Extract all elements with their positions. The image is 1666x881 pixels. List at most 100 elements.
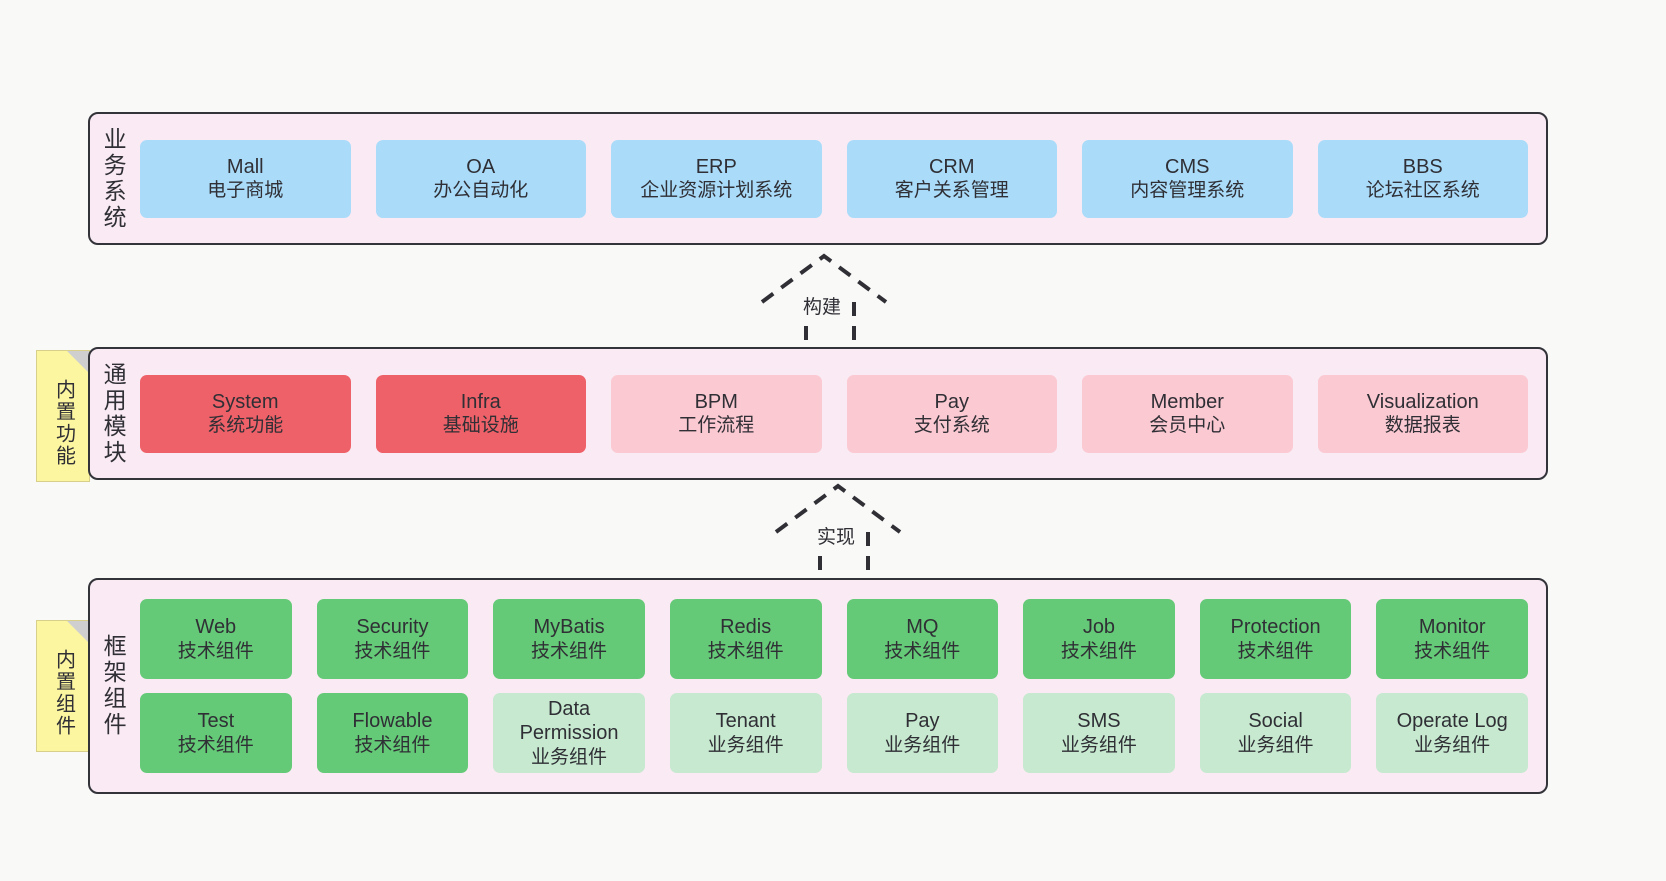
node-subtitle: 技术组件 — [1414, 640, 1491, 662]
node-subtitle: 企业资源计划系统 — [640, 180, 793, 202]
node-title: Flowable — [352, 710, 433, 733]
node-oa[interactable]: OA 办公自动化 — [375, 139, 586, 218]
node-mq[interactable]: MQ 技术组件 — [846, 599, 999, 679]
layer-body-framework-components: Web 技术组件 Security 技术组件 MyBatis 技术组件 Redi… — [136, 580, 1546, 792]
node-subtitle: 客户关系管理 — [894, 180, 1009, 202]
note-builtin-components: 内置组件 — [36, 620, 90, 752]
node-subtitle: 系统功能 — [207, 415, 284, 437]
layer-body-business-systems: Mall 电子商城 OA 办公自动化 ERP 企业资源计划系统 CRM 客户关系… — [136, 114, 1546, 243]
node-subtitle: 业务组件 — [1414, 734, 1491, 756]
connector-implement-label: 实现 — [814, 522, 859, 549]
node-member[interactable]: Member 会员中心 — [1082, 374, 1293, 453]
connector-implement: 实现 — [752, 480, 952, 590]
node-title: Security — [356, 616, 429, 639]
node-title: OA — [466, 155, 496, 178]
node-row: Test 技术组件 Flowable 技术组件 Data Permission … — [140, 693, 1528, 773]
node-subtitle: 业务组件 — [884, 734, 961, 756]
node-subtitle: 工作流程 — [678, 415, 755, 437]
node-row: System 系统功能 Infra 基础设施 BPM 工作流程 Pay 支付系统… — [140, 374, 1528, 453]
node-subtitle: 业务组件 — [1060, 734, 1137, 756]
node-subtitle: 技术组件 — [354, 640, 431, 662]
node-title: Web — [195, 616, 237, 639]
node-monitor[interactable]: Monitor 技术组件 — [1376, 599, 1528, 679]
node-subtitle: 技术组件 — [884, 640, 961, 662]
node-operate-log[interactable]: Operate Log 业务组件 — [1376, 693, 1528, 773]
node-subtitle: 支付系统 — [913, 415, 990, 437]
layer-body-common-modules: System 系统功能 Infra 基础设施 BPM 工作流程 Pay 支付系统… — [136, 349, 1546, 478]
node-title: Test — [197, 710, 235, 733]
node-title: System — [211, 390, 279, 413]
node-crm[interactable]: CRM 客户关系管理 — [846, 139, 1057, 218]
node-title: Pay — [905, 710, 940, 733]
node-title: BPM — [694, 390, 738, 413]
node-subtitle: 业务组件 — [1237, 734, 1314, 756]
node-redis[interactable]: Redis 技术组件 — [669, 599, 822, 679]
node-subtitle: 技术组件 — [1060, 640, 1137, 662]
node-sms[interactable]: SMS 业务组件 — [1023, 693, 1175, 773]
node-row: Mall 电子商城 OA 办公自动化 ERP 企业资源计划系统 CRM 客户关系… — [140, 139, 1528, 218]
node-title: Tenant — [715, 710, 776, 733]
node-subtitle: 业务组件 — [531, 746, 608, 768]
node-subtitle: 会员中心 — [1149, 415, 1226, 437]
layer-business-systems: 业务系统 Mall 电子商城 OA 办公自动化 ERP 企业资源计划系统 CRM — [88, 112, 1548, 245]
node-subtitle: 内容管理系统 — [1130, 180, 1245, 202]
node-social[interactable]: Social 业务组件 — [1199, 693, 1352, 773]
node-subtitle: 基础设施 — [442, 415, 519, 437]
node-system[interactable]: System 系统功能 — [140, 374, 351, 453]
node-mall[interactable]: Mall 电子商城 — [140, 139, 351, 218]
node-title: MQ — [906, 616, 939, 639]
node-subtitle: 电子商城 — [207, 180, 284, 202]
node-subtitle: 论坛社区系统 — [1365, 180, 1480, 202]
node-title: MyBatis — [533, 616, 605, 639]
node-subtitle: 技术组件 — [354, 734, 431, 756]
node-pay-module[interactable]: Pay 支付系统 — [846, 374, 1057, 453]
layer-common-modules: 通用模块 System 系统功能 Infra 基础设施 BPM 工作流程 Pay — [88, 347, 1548, 480]
node-infra[interactable]: Infra 基础设施 — [375, 374, 586, 453]
node-data-permission[interactable]: Data Permission 业务组件 — [493, 693, 645, 773]
node-title: Member — [1150, 390, 1224, 413]
node-erp[interactable]: ERP 企业资源计划系统 — [611, 139, 822, 218]
node-test[interactable]: Test 技术组件 — [140, 693, 292, 773]
node-bpm[interactable]: BPM 工作流程 — [611, 374, 822, 453]
node-security[interactable]: Security 技术组件 — [316, 599, 469, 679]
node-title: Social — [1248, 710, 1303, 733]
node-cms[interactable]: CMS 内容管理系统 — [1082, 139, 1293, 218]
node-title: Operate Log — [1396, 710, 1508, 733]
layer-title-business-systems: 业务系统 — [100, 126, 127, 231]
node-flowable[interactable]: Flowable 技术组件 — [316, 693, 469, 773]
node-row: Web 技术组件 Security 技术组件 MyBatis 技术组件 Redi… — [140, 599, 1528, 679]
node-title: CRM — [928, 155, 975, 178]
layer-title-framework-components: 框架组件 — [100, 634, 127, 738]
node-title: Data Permission — [519, 698, 619, 745]
node-title: Protection — [1230, 616, 1321, 639]
note-builtin-features: 内置功能 — [36, 350, 90, 482]
node-title: CMS — [1165, 155, 1210, 178]
node-title: Redis — [720, 616, 772, 639]
note-label: 内置组件 — [52, 649, 75, 737]
node-subtitle: 办公自动化 — [433, 180, 529, 202]
node-title: Job — [1082, 616, 1116, 639]
node-subtitle: 技术组件 — [707, 640, 784, 662]
node-title: BBS — [1402, 155, 1443, 178]
layer-framework-components: 框架组件 Web 技术组件 Security 技术组件 MyBatis 技术组件… — [88, 578, 1548, 794]
node-visualization[interactable]: Visualization 数据报表 — [1317, 374, 1528, 453]
node-title: Pay — [934, 390, 969, 413]
node-subtitle: 数据报表 — [1384, 415, 1461, 437]
node-tenant[interactable]: Tenant 业务组件 — [669, 693, 822, 773]
node-title: Mall — [226, 155, 264, 178]
node-title: Infra — [460, 390, 501, 413]
note-label: 内置功能 — [52, 379, 75, 467]
connector-build: 构建 — [738, 250, 938, 360]
node-mybatis[interactable]: MyBatis 技术组件 — [493, 599, 645, 679]
layer-title-common-modules: 通用模块 — [100, 361, 127, 466]
node-title: Visualization — [1366, 390, 1479, 413]
node-protection[interactable]: Protection 技术组件 — [1199, 599, 1352, 679]
node-subtitle: 技术组件 — [177, 640, 254, 662]
node-bbs[interactable]: BBS 论坛社区系统 — [1317, 139, 1528, 218]
node-job[interactable]: Job 技术组件 — [1023, 599, 1175, 679]
node-pay-component[interactable]: Pay 业务组件 — [846, 693, 999, 773]
node-subtitle: 业务组件 — [707, 734, 784, 756]
node-web[interactable]: Web 技术组件 — [140, 599, 292, 679]
node-title: SMS — [1077, 710, 1121, 733]
